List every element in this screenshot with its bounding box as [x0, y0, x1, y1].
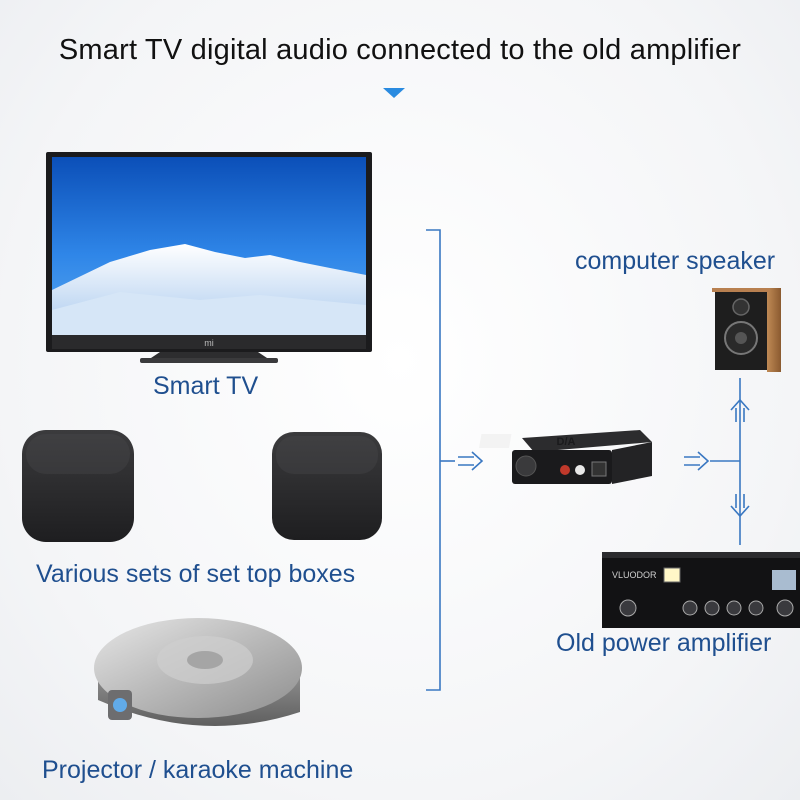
- right-arrow-icon-2: [684, 451, 710, 471]
- page-title: Smart TV digital audio connected to the …: [58, 34, 742, 66]
- dac-converter-image: D/A: [479, 430, 652, 484]
- down-arrow-icon: [383, 88, 405, 98]
- smart-tv-image: mi: [46, 152, 372, 363]
- connection-bracket: [426, 229, 455, 691]
- set-top-box-right-image: [272, 432, 382, 540]
- up-arrow-icon: [730, 398, 750, 422]
- power-amplifier-image: VLUODOR: [602, 552, 800, 628]
- tv-logo-text: mi: [204, 338, 214, 348]
- smart-tv-label: Smart TV: [153, 372, 259, 400]
- amp-brand-text: VLUODOR: [612, 570, 657, 580]
- computer-speaker-label: computer speaker: [575, 247, 776, 275]
- dac-badge-text: D/A: [557, 436, 576, 448]
- computer-speaker-image: [712, 288, 781, 372]
- set-top-boxes-label: Various sets of set top boxes: [36, 560, 356, 588]
- down-arrow-icon-2: [730, 494, 750, 518]
- right-arrow-icon-1: [458, 451, 484, 471]
- projector-image: [94, 618, 302, 726]
- split-connector: [710, 378, 741, 545]
- old-amplifier-label: Old power amplifier: [556, 629, 772, 657]
- set-top-box-left-image: [22, 430, 134, 542]
- projector-label: Projector / karaoke machine: [42, 756, 354, 784]
